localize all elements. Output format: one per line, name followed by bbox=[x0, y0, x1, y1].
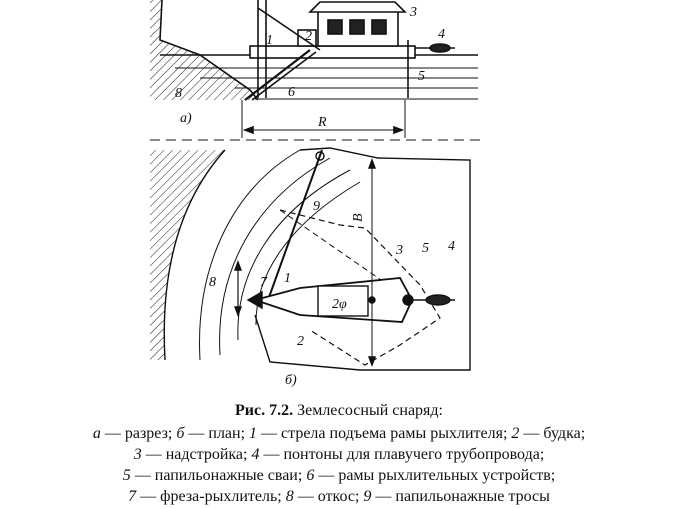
legend-dash: — bbox=[318, 467, 335, 484]
panel-b-label: б) bbox=[285, 373, 297, 388]
legend-dash: — bbox=[134, 467, 151, 484]
section-b-drawing bbox=[150, 147, 471, 371]
angle-label: 2φ bbox=[332, 297, 347, 312]
callout-a-3: 3 bbox=[409, 5, 417, 20]
legend-key: 8 bbox=[285, 488, 294, 505]
dimension-b-label: B bbox=[351, 213, 366, 222]
callout-a-6: 6 bbox=[288, 85, 295, 100]
callout-b-7: 7 bbox=[260, 275, 268, 290]
legend-dash: — bbox=[261, 425, 278, 442]
legend-text: надстройка; bbox=[165, 446, 248, 463]
legend-key: б bbox=[176, 425, 185, 442]
callout-b-4: 4 bbox=[448, 239, 455, 254]
legend-key: 1 bbox=[249, 425, 258, 442]
legend-text: папильонажные сваи; bbox=[154, 467, 303, 484]
legend-text: рамы рыхлительных устройств; bbox=[338, 467, 556, 484]
caption-line-4: 7 — фреза-рыхлитель; 8 — откос; 9 — папи… bbox=[0, 486, 678, 507]
section-a-drawing bbox=[150, 0, 480, 141]
callout-a-1: 1 bbox=[266, 33, 273, 48]
legend-text: стрела подъема рамы рыхлителя; bbox=[281, 425, 508, 442]
callout-a-4: 4 bbox=[438, 27, 445, 42]
callout-a-8: 8 bbox=[175, 86, 182, 101]
caption-title-line: Рис. 7.2. Землесосный снаряд: bbox=[0, 400, 678, 421]
panel-a-label: a) bbox=[180, 111, 192, 126]
legend-dash: — bbox=[375, 488, 392, 505]
legend-key: 4 bbox=[251, 446, 260, 463]
legend-text: откос; bbox=[317, 488, 360, 505]
caption-line-3: 5 — папильонажные сваи; 6 — рамы рыхлите… bbox=[0, 465, 678, 486]
callout-a-5: 5 bbox=[418, 69, 425, 84]
figure-number: Рис. 7.2. bbox=[234, 402, 294, 419]
legend-dash: — bbox=[140, 488, 157, 505]
legend-key: 6 bbox=[306, 467, 315, 484]
legend-text: план; bbox=[208, 425, 246, 442]
legend-dash: — bbox=[145, 446, 162, 463]
caption-line-2: 3 — надстройка; 4 — понтоны для плавучег… bbox=[0, 444, 678, 465]
legend-key: 7 bbox=[128, 488, 137, 505]
legend-key: а bbox=[92, 425, 101, 442]
callout-b-3: 3 bbox=[395, 243, 403, 258]
callout-b-8: 8 bbox=[209, 275, 216, 290]
legend-key: 5 bbox=[122, 467, 131, 484]
legend-text: разрез; bbox=[124, 425, 173, 442]
legend-text: будка; bbox=[543, 425, 586, 442]
callout-b-9: 9 bbox=[313, 199, 320, 214]
callout-b-5: 5 bbox=[422, 241, 429, 256]
legend-text: понтоны для плавучего трубопровода; bbox=[283, 446, 545, 463]
legend-dash: — bbox=[263, 446, 280, 463]
legend-text: фреза-рыхлитель; bbox=[160, 488, 282, 505]
legend-key: 9 bbox=[363, 488, 372, 505]
legend-dash: — bbox=[523, 425, 540, 442]
legend-key: 2 bbox=[511, 425, 520, 442]
legend-key: 3 bbox=[133, 446, 142, 463]
caption-line-1: а — разрез; б — план; 1 — стрела подъема… bbox=[0, 423, 678, 444]
callout-b-2: 2 bbox=[297, 334, 304, 349]
callout-a-2: 2 bbox=[305, 29, 312, 44]
dimension-r-label: R bbox=[317, 115, 327, 130]
legend-text: папильонажные тросы bbox=[395, 488, 550, 505]
callout-b-1: 1 bbox=[284, 271, 291, 286]
legend-dash: — bbox=[188, 425, 205, 442]
figure-title: Землесосный снаряд: bbox=[297, 402, 443, 419]
legend-dash: — bbox=[104, 425, 121, 442]
legend-dash: — bbox=[297, 488, 314, 505]
